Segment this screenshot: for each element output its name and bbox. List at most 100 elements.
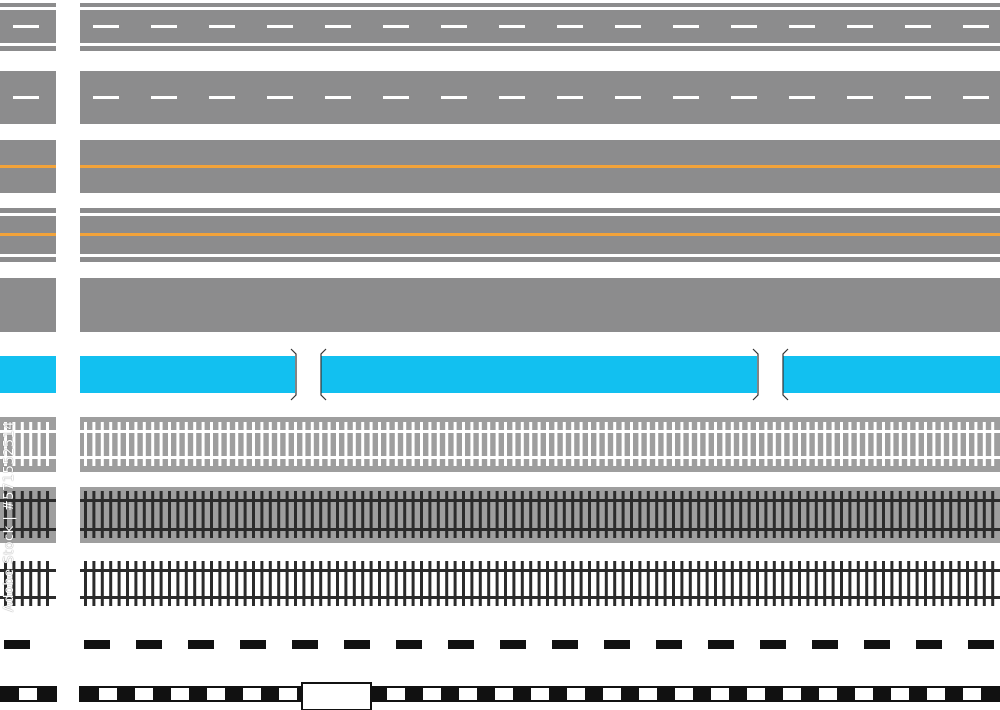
rail-tie	[184, 422, 188, 466]
rail-tie	[596, 561, 600, 606]
rail-tie	[478, 491, 482, 538]
lane-dash	[93, 96, 119, 99]
rail-tie	[638, 422, 642, 466]
rail-tie	[478, 422, 482, 466]
rail-tie	[764, 422, 768, 466]
rail-line	[0, 528, 56, 531]
rail-tie	[512, 561, 516, 606]
lane-dash	[292, 640, 318, 649]
rail-tie	[865, 491, 869, 538]
rail-tie	[672, 491, 675, 538]
checker-block	[945, 688, 963, 700]
rail-tie	[756, 561, 759, 606]
rail-tie	[621, 422, 625, 466]
rail-tie	[478, 561, 482, 606]
rail-tie	[126, 561, 129, 606]
rail-tie	[92, 422, 96, 466]
rail-tie	[739, 561, 743, 606]
rail-tie	[462, 422, 465, 466]
rail-tie	[831, 422, 835, 466]
rail-tie	[714, 422, 717, 466]
rail-tie	[546, 561, 549, 606]
rail-tie	[235, 422, 239, 466]
lane-dash	[864, 640, 890, 649]
rail-tie	[29, 491, 33, 538]
lane-dash	[188, 640, 214, 649]
lane-dash	[557, 96, 583, 99]
road-segment-main	[80, 278, 1000, 332]
checkered-railway-strip	[0, 682, 1000, 710]
rail-tie	[512, 491, 516, 538]
rail-tie	[680, 561, 684, 606]
rail-tie	[285, 561, 289, 606]
rail-tie	[184, 561, 188, 606]
rail-tie	[420, 561, 423, 606]
rail-tie	[84, 422, 87, 466]
rail-tie	[327, 561, 331, 606]
rail-tie	[84, 491, 87, 538]
lane-dash	[13, 25, 39, 28]
rail-tie	[546, 422, 549, 466]
rail-tie	[403, 491, 407, 538]
rail-tie	[840, 491, 843, 538]
lane-dash	[731, 25, 757, 28]
rail-tie	[688, 491, 692, 538]
rail-tie	[940, 422, 944, 466]
rail-tie	[655, 491, 659, 538]
rail-tie	[739, 422, 743, 466]
rail-tie	[495, 422, 499, 466]
lane-dash	[441, 96, 467, 99]
lane-dash	[673, 96, 699, 99]
rail-tie	[730, 561, 734, 606]
rail-tie	[428, 422, 432, 466]
rail-tie	[394, 491, 398, 538]
rail-tie	[470, 491, 474, 538]
rail-tie	[4, 491, 7, 538]
rail-tie	[571, 491, 575, 538]
rail-tie	[453, 561, 457, 606]
rail-tie	[168, 422, 171, 466]
rail-tie	[991, 491, 995, 538]
railway-strip-dark-plain	[0, 561, 1000, 606]
rail-tie	[781, 491, 785, 538]
checker-block	[369, 688, 387, 700]
rail-tie	[436, 561, 440, 606]
rail-tie	[37, 422, 41, 466]
rail-tie	[319, 422, 323, 466]
rail-tie	[260, 422, 264, 466]
rail-tie	[974, 561, 978, 606]
lane-dash	[500, 640, 526, 649]
rail-tie	[361, 561, 365, 606]
rail-tie	[949, 561, 953, 606]
rail-tie	[445, 491, 449, 538]
rail-tie	[806, 491, 810, 538]
rail-tie	[646, 491, 650, 538]
rail-tie	[966, 422, 969, 466]
rail-tie	[688, 561, 692, 606]
rail-tie	[218, 561, 222, 606]
rail-tie	[537, 561, 541, 606]
lane-dash	[325, 96, 351, 99]
checker-block	[513, 688, 531, 700]
lane-dash	[789, 25, 815, 28]
rail-tie	[798, 491, 801, 538]
rail-tie	[117, 561, 121, 606]
rail-tie	[100, 422, 104, 466]
rail-tie	[134, 422, 138, 466]
lane-dash	[267, 96, 293, 99]
railway-strip-dark-ballast	[0, 487, 1000, 543]
rail-tie	[596, 491, 600, 538]
edge-line-top	[0, 213, 1000, 216]
road-strip-plain	[0, 278, 1000, 332]
rail-tie	[722, 561, 726, 606]
rail-tie	[562, 422, 566, 466]
rail-tie	[940, 491, 944, 538]
rail-tie	[898, 491, 902, 538]
rail-tie	[924, 561, 927, 606]
rail-tie	[411, 422, 415, 466]
checker-block	[729, 688, 747, 700]
rail-tie	[924, 422, 927, 466]
rail-tie	[932, 561, 936, 606]
rail-tie	[294, 491, 297, 538]
checker-block	[405, 688, 423, 700]
